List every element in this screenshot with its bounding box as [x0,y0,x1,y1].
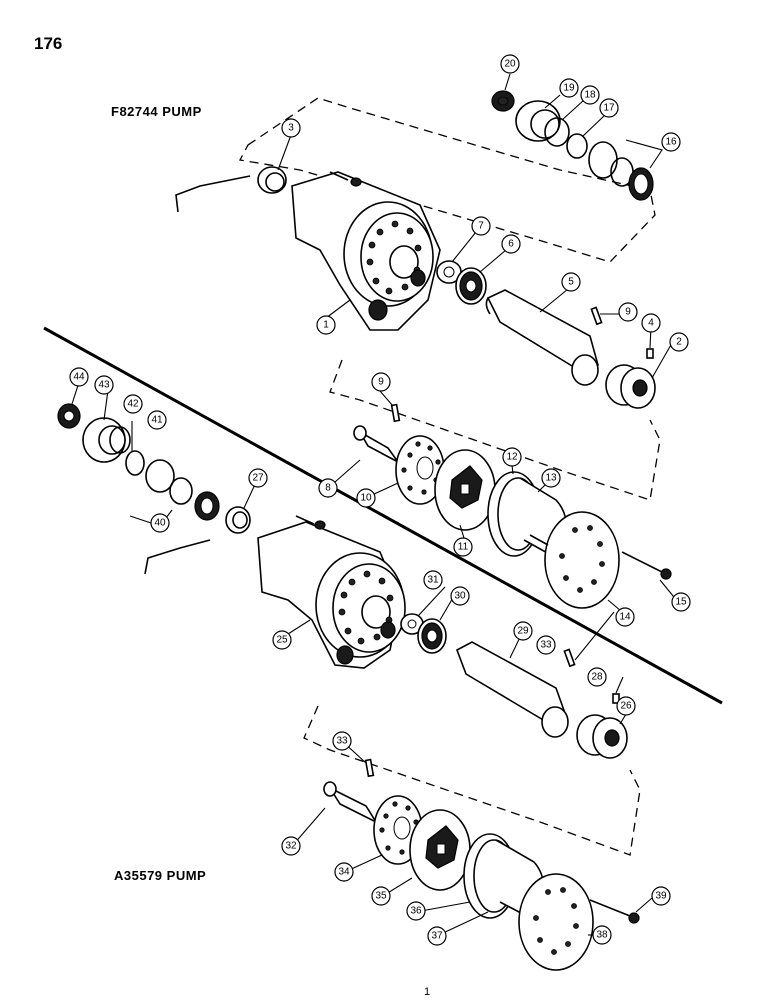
svg-text:43: 43 [98,380,110,391]
callout-19: 19 [559,78,579,98]
callout-33-low: 33 [332,731,352,751]
svg-text:13: 13 [545,473,557,484]
svg-text:8: 8 [325,483,331,494]
svg-text:35: 35 [375,891,387,902]
callout-7: 7 [471,216,491,236]
callout-37: 37 [427,926,447,946]
svg-text:4: 4 [648,318,654,329]
callout-30: 30 [450,586,470,606]
bottom-pump-group [57,403,641,971]
callout-11: 11 [453,537,473,557]
callout-31: 31 [423,570,443,590]
callout-1: 1 [316,315,336,335]
callout-10: 10 [356,488,376,508]
svg-text:33: 33 [540,640,552,651]
footer-mark: 1 [424,986,431,998]
callout-43: 43 [94,375,114,395]
svg-text:44: 44 [73,372,85,383]
callout-28: 28 [587,667,607,687]
callout-15: 15 [671,592,691,612]
top-bracket [175,175,251,213]
svg-text:38: 38 [596,930,608,941]
callout-20: 20 [500,54,520,74]
callout-29: 29 [513,621,533,641]
callout-16: 16 [661,132,681,152]
svg-text:5: 5 [568,277,574,288]
divider-line [43,326,723,705]
callout-25: 25 [272,630,292,650]
svg-text:14: 14 [619,612,631,623]
svg-text:30: 30 [454,591,466,602]
page-number: 176 [34,34,63,53]
callout-26: 26 [616,696,636,716]
callout-40: 40 [150,513,170,533]
callout-labels: 20 19 18 17 16 3 1 7 6 5 9 4 2 9 8 10 11… [69,54,691,946]
svg-text:3: 3 [288,123,294,134]
callout-9-top: 9 [618,302,638,322]
svg-text:18: 18 [584,90,596,101]
svg-text:11: 11 [458,542,469,553]
svg-text:32: 32 [285,841,297,852]
callout-9-mid: 9 [371,372,391,392]
callout-4: 4 [641,313,661,333]
svg-text:36: 36 [410,906,422,917]
svg-text:9: 9 [378,377,384,388]
callout-17: 17 [599,98,619,118]
svg-text:1: 1 [323,320,329,331]
top-dashed-outline [239,97,656,263]
svg-text:10: 10 [360,493,372,504]
svg-text:12: 12 [506,452,518,463]
top-pump-label: F82744 PUMP [111,104,202,119]
svg-text:15: 15 [675,597,687,608]
svg-text:25: 25 [276,635,288,646]
svg-text:2: 2 [676,337,682,348]
svg-text:34: 34 [338,867,350,878]
callout-41: 41 [147,410,167,430]
svg-text:42: 42 [127,399,139,410]
svg-text:27: 27 [252,473,264,484]
callout-13: 13 [541,468,561,488]
callout-35: 35 [371,886,391,906]
callout-8: 8 [318,478,338,498]
svg-text:37: 37 [431,931,443,942]
svg-text:9: 9 [625,307,631,318]
svg-text:33: 33 [336,736,348,747]
svg-text:7: 7 [478,221,484,232]
svg-text:41: 41 [151,415,163,426]
svg-text:39: 39 [655,891,667,902]
svg-text:16: 16 [665,137,677,148]
callout-3: 3 [281,118,301,138]
callout-2: 2 [669,332,689,352]
bottom-pump-label: A35579 PUMP [114,868,207,883]
callout-27: 27 [248,468,268,488]
callout-18: 18 [580,85,600,105]
callout-44: 44 [69,367,89,387]
svg-text:6: 6 [508,239,514,250]
top-pump-group [175,90,672,609]
svg-text:31: 31 [427,575,439,586]
svg-text:26: 26 [620,701,632,712]
svg-text:29: 29 [517,626,529,637]
callout-39: 39 [651,886,671,906]
callout-42: 42 [123,394,143,414]
callout-33-mid: 33 [536,635,556,655]
callout-32: 32 [281,836,301,856]
svg-text:20: 20 [504,59,516,70]
callout-6: 6 [501,234,521,254]
callout-38: 38 [592,925,612,945]
svg-text:17: 17 [603,103,615,114]
callout-5: 5 [561,272,581,292]
callout-34: 34 [334,862,354,882]
svg-text:40: 40 [154,518,166,529]
callout-36: 36 [406,901,426,921]
svg-text:28: 28 [591,672,603,683]
callout-14: 14 [615,607,635,627]
svg-text:19: 19 [563,83,575,94]
callout-12: 12 [502,447,522,467]
